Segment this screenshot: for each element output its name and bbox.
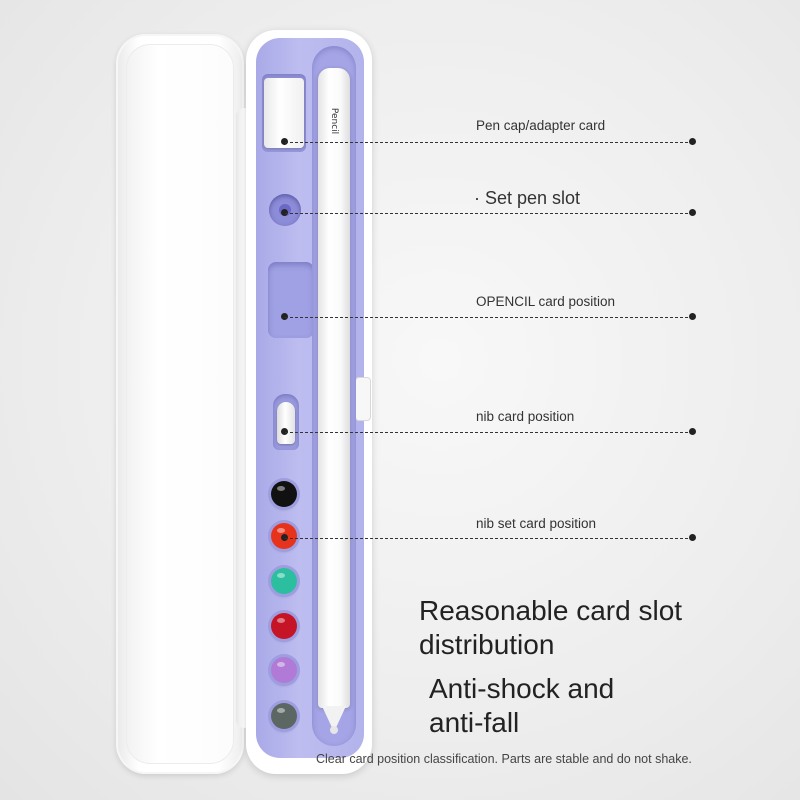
callout-label-pen-cap: Pen cap/adapter card (476, 118, 606, 133)
headline-distribution: Reasonable card slot distribution (419, 594, 682, 662)
nib-tip-teal (271, 568, 297, 594)
callout-end-dot-card (689, 313, 696, 320)
nib-tip-gray (271, 703, 297, 729)
callout-end-dot-pen-slot (689, 209, 696, 216)
headline-line-3: Anti-shock and (429, 673, 615, 704)
spare-nib (277, 402, 295, 444)
nib-tip-purple (271, 657, 297, 683)
nib-tip-black (271, 481, 297, 507)
pencil-brand: Pencil (322, 96, 346, 146)
headline-line-2: distribution (419, 629, 555, 661)
headline-protection: Anti-shock and anti-fall (429, 672, 614, 740)
card-slot (268, 262, 314, 338)
nib-tip-orange (271, 523, 297, 549)
pencil-point (330, 726, 338, 734)
callout-line-nib-set (285, 538, 693, 539)
callout-end-dot-pen-cap (689, 138, 696, 145)
callout-dot-card (281, 313, 288, 320)
callout-label-nib-set: nib set card position (476, 516, 597, 531)
callout-line-card (285, 317, 693, 318)
callout-dot-pen-cap (281, 138, 288, 145)
callout-end-dot-nib-set (689, 534, 696, 541)
callout-line-pen-cap (285, 142, 693, 143)
callout-label-nib: nib card position (476, 409, 575, 424)
stylus-pencil (318, 68, 350, 708)
nib-tip-red (271, 613, 297, 639)
callout-line-pen-slot (285, 213, 693, 214)
case-lid (116, 34, 244, 774)
footer-caption: Clear card position classification. Part… (316, 752, 692, 766)
callout-label-card: OPENCIL card position (476, 294, 616, 309)
pencil-brand-label: Pencil (329, 107, 340, 135)
headline-line-1: Reasonable card slot (419, 595, 683, 626)
case-latch (356, 378, 370, 420)
callout-line-nib (285, 432, 693, 433)
callout-dot-pen-slot (281, 209, 288, 216)
callout-dot-nib (281, 428, 288, 435)
pen-cap (264, 78, 304, 148)
callout-end-dot-nib (689, 428, 696, 435)
case-lid-inner (126, 44, 234, 764)
callout-dot-nib-set (281, 534, 288, 541)
headline-line-4: anti-fall (429, 707, 520, 739)
callout-label-pen-slot: · Set pen slot (474, 188, 581, 208)
